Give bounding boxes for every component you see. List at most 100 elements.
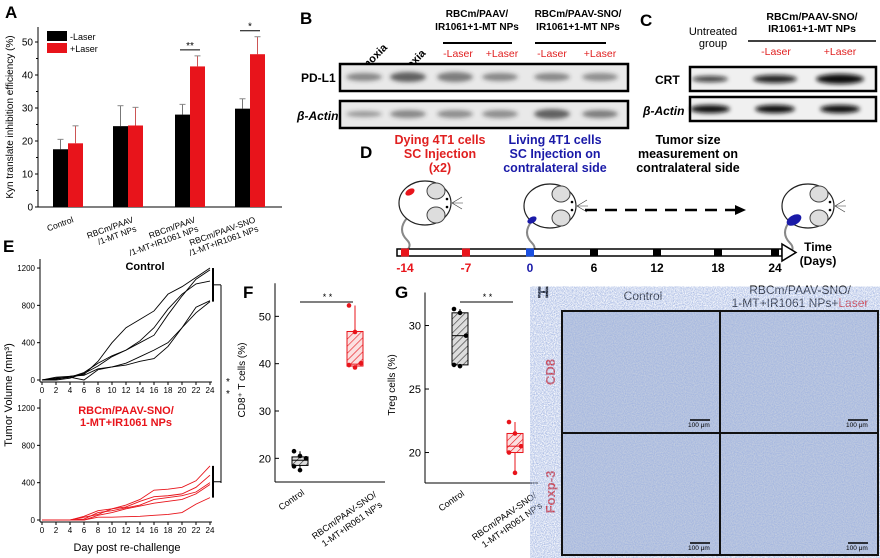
- timepoint-marker: [590, 248, 598, 257]
- mouse-ear: [809, 209, 829, 227]
- bactin-band: [346, 111, 382, 117]
- bactin-band: [482, 110, 518, 118]
- timepoint-label: -14: [396, 261, 414, 275]
- scale-label: 100 μm: [846, 422, 868, 429]
- x-tick-label: 20: [178, 526, 187, 535]
- y-tick-label: 20: [259, 453, 271, 465]
- group-label-paav-sno: RBCm/PAAV-SNO/: [535, 9, 622, 20]
- step1-line1: Dying 4T1 cells: [394, 133, 485, 147]
- legend-label: -Laser: [70, 32, 96, 42]
- bactin-band: [390, 110, 426, 118]
- y-tick-label: 800: [22, 301, 36, 310]
- x-tick-label: 2: [54, 386, 59, 395]
- group-label: RBCm/PAAV-SNO/: [766, 11, 857, 23]
- pdl1-band: [437, 72, 473, 82]
- western-blot-b: Normoxia Hypoxia RBCm/PAAV/ IR1061+1-MT …: [296, 9, 630, 130]
- tumor-spot: [405, 188, 415, 196]
- mouse-eye: [445, 197, 449, 201]
- group-label-2: IR1061+1-MT NPs: [768, 23, 856, 35]
- step2-line3: contralateral side: [503, 161, 607, 175]
- data-point: [358, 360, 364, 366]
- x-tick-label: 16: [150, 526, 159, 535]
- bactin-band: [437, 110, 473, 118]
- x-tick-label: 8: [96, 526, 101, 535]
- panel-title: Control: [125, 261, 164, 273]
- row-label-bactin: β-Actin: [296, 109, 338, 123]
- legend-swatch: [47, 31, 67, 41]
- col-label-treated: RBCm/PAAV-SNO/: [749, 283, 851, 297]
- lane-plus-laser: +Laser: [824, 46, 857, 58]
- y-tick-label: 400: [22, 339, 36, 348]
- y-tick-label: 10: [22, 170, 34, 181]
- schematic-d: Dying 4T1 cells SC Injection (x2) Living…: [394, 133, 846, 275]
- step3-line1: Tumor size: [655, 133, 720, 147]
- untreated-label: Untreated: [689, 26, 737, 38]
- time-axis-unit: (Days): [800, 254, 837, 268]
- data-point: [291, 448, 297, 454]
- tumor-curve: [42, 497, 211, 521]
- data-point: [457, 310, 463, 316]
- mouse-ear: [809, 185, 829, 203]
- x-tick-label: 10: [108, 386, 117, 395]
- x-tick-label: 20: [178, 386, 187, 395]
- mouse-eye: [570, 208, 574, 212]
- panel-label-c: C: [640, 11, 652, 30]
- tumor-curve: [42, 280, 211, 381]
- timepoint-marker: [653, 248, 661, 257]
- data-point: [291, 464, 297, 469]
- pdl1-band: [582, 73, 618, 81]
- arrow-head-icon: [735, 205, 746, 215]
- mouse-tail: [401, 217, 411, 253]
- bactin-band: [582, 110, 618, 118]
- mouse-ear: [426, 182, 446, 200]
- x-tick-label: 12: [122, 526, 131, 535]
- x-tick-label: 22: [192, 386, 201, 395]
- time-axis-label: Time: [804, 240, 832, 254]
- y-axis-label: Kyn translate inhibition efficiency (%): [5, 35, 16, 198]
- data-point: [297, 467, 303, 473]
- tumor-spot: [786, 214, 802, 226]
- x-tick-label: 4: [68, 386, 73, 395]
- row-label-bactin: β-Actin: [642, 104, 684, 118]
- histology-h: Control RBCm/PAAV-SNO/ 1-MT+IR1061 NPs+L…: [543, 283, 879, 556]
- x-tick-label: 22: [192, 526, 201, 535]
- panel-title: RBCm/PAAV-SNO/: [78, 405, 174, 417]
- crt-band: [816, 74, 864, 84]
- lane-minus-laser: -Laser: [443, 48, 473, 60]
- data-point: [346, 303, 352, 308]
- crt-band: [753, 75, 797, 83]
- x-axis-label: Day post re-challenge: [73, 542, 180, 554]
- untreated-label-2: group: [699, 38, 727, 50]
- bactin-band: [690, 105, 730, 113]
- panel-label-f: F: [243, 283, 253, 302]
- col-label-treated-2: 1-MT+IR1061 NPs+Laser: [732, 296, 869, 310]
- y-tick-label: 40: [259, 359, 271, 371]
- bar-laser: [128, 125, 143, 207]
- row-label-foxp3: Foxp-3: [543, 471, 558, 514]
- col-label-control: Control: [624, 289, 663, 303]
- data-point: [352, 329, 358, 335]
- x-tick-label: 12: [122, 386, 131, 395]
- bar-laser: [68, 143, 83, 207]
- timepoint-label: 24: [768, 261, 782, 275]
- x-tick-label: 2: [54, 526, 59, 535]
- y-tick-label: 0: [31, 516, 36, 525]
- step1-line2: SC Injection: [404, 147, 476, 161]
- data-point: [518, 443, 524, 449]
- x-tick-label: 8: [96, 386, 101, 395]
- data-point: [457, 363, 463, 369]
- bactin-band: [755, 105, 795, 113]
- tumor-spot: [527, 216, 537, 224]
- box: [451, 312, 469, 366]
- y-tick-label: 0: [31, 376, 36, 385]
- y-tick-label: 25: [409, 384, 421, 396]
- y-tick-label: 30: [409, 321, 421, 333]
- scale-label: 100 μm: [688, 422, 710, 429]
- data-point: [512, 431, 518, 436]
- x-tick-label: 0: [40, 526, 45, 535]
- x-tick-label: Control: [277, 487, 307, 512]
- tumor-curve: [42, 474, 211, 521]
- timepoint-label: 6: [591, 261, 598, 275]
- timeline-bar: [396, 248, 783, 257]
- timepoint-label: 12: [650, 261, 664, 275]
